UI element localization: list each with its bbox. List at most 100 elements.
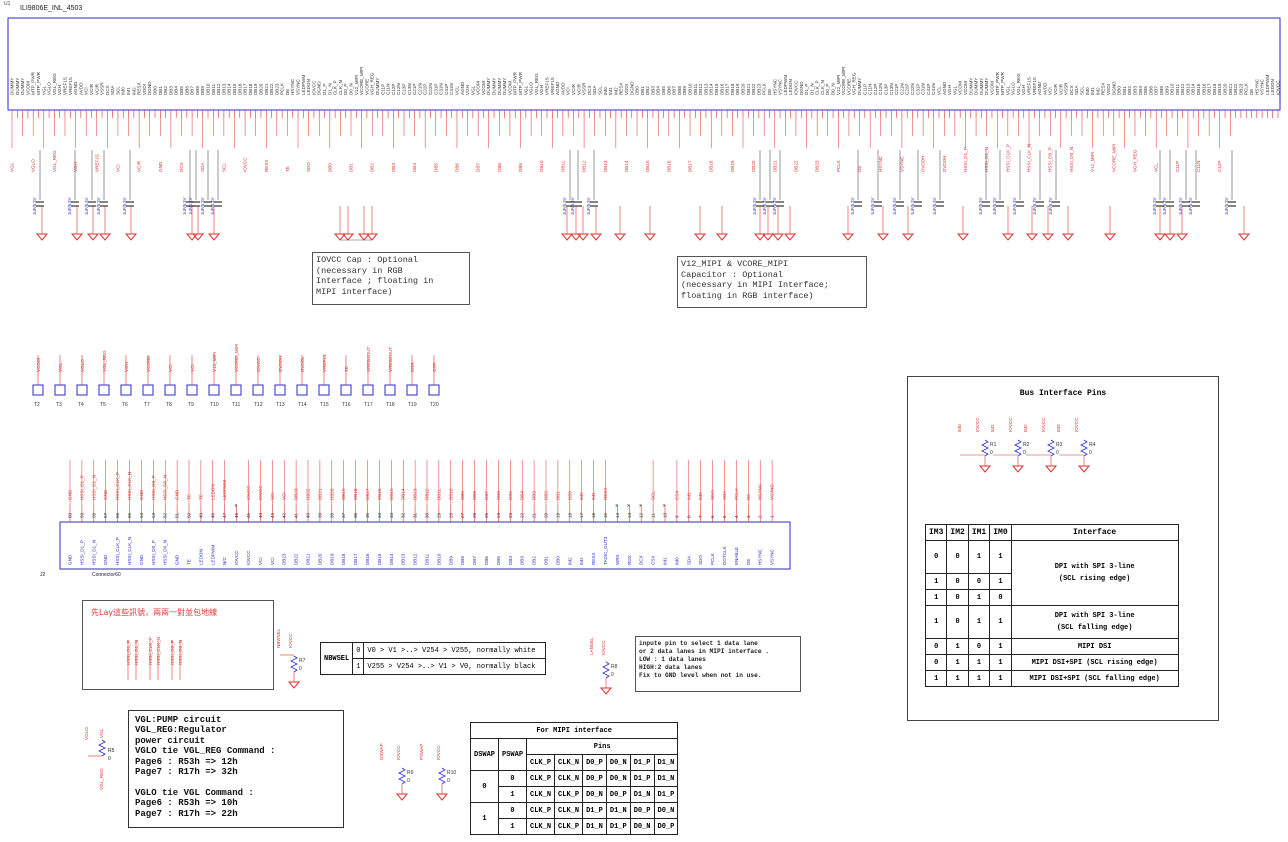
pin-name: DE <box>767 89 772 95</box>
net-label: SDO <box>306 162 311 172</box>
pin-name: VGH_REG <box>370 72 375 95</box>
ground-symbol <box>1153 233 1167 241</box>
connector-pin-name: DB6 <box>484 556 489 565</box>
pin-name: CLK_N <box>820 80 825 95</box>
connector-pin-name: GND <box>139 554 144 565</box>
net-label: DB23 <box>815 160 820 172</box>
net-label: DB19 <box>730 160 735 172</box>
net-label: VGL_REG <box>52 150 57 172</box>
ground-symbol <box>341 233 355 241</box>
resistor-r8 <box>602 661 610 679</box>
pin-name: VCI <box>1048 87 1053 95</box>
net-label: DB9 <box>518 163 523 172</box>
connector-pin-number: 51 <box>175 512 180 518</box>
ground-symbol <box>1044 465 1058 473</box>
pin-name: D0_N <box>831 83 836 95</box>
connector-pin-name: SDO <box>698 555 703 565</box>
mipi-pswap: 0 <box>498 770 528 787</box>
nbwsel-desc0: V0 > V1 >..> V254 > V255, normally white <box>363 642 547 659</box>
test-point-id: T12 <box>254 402 263 408</box>
resistor-value: 0 <box>611 672 614 678</box>
connector-pin-number: 40 <box>306 512 311 518</box>
connector-pin-number: 26 <box>472 512 477 518</box>
pin-name: C41P <box>926 84 931 96</box>
pin-name: SDA <box>1074 85 1079 95</box>
ground-symbol <box>783 233 797 241</box>
ground-symbol <box>1061 233 1075 241</box>
test-point-net: VGL_REG <box>102 350 107 372</box>
ground-symbol <box>576 233 590 241</box>
ground-symbol <box>191 233 205 241</box>
ground-symbol <box>761 233 775 241</box>
test-point-id: T19 <box>408 402 417 408</box>
pin-name: DB21 <box>746 83 751 95</box>
connector-pin-number: 14 <box>615 512 620 518</box>
pin-name: DB21 <box>264 83 269 95</box>
connector-net: VSYNC <box>770 483 775 500</box>
bus-bit: 1 <box>946 670 969 687</box>
test-point-id: T9 <box>188 402 194 408</box>
ground-symbol <box>1077 465 1091 473</box>
net-label: DB21 <box>772 160 777 172</box>
ground-symbol <box>35 233 49 241</box>
pin-name: DB16 <box>237 83 242 95</box>
mipi-sub-1: CLK_N <box>554 754 584 771</box>
connector-net: HSSI_CLK_N <box>127 472 132 500</box>
resistor-net: IM3 <box>1056 424 1061 432</box>
bus-iface: DPI with SPI 3-line (SCL rising edge) <box>1010 540 1179 606</box>
pin-name: VCIR <box>571 83 576 95</box>
cap-value: 1uF/6.3V <box>96 197 101 215</box>
pin-name: C41N <box>449 83 454 95</box>
mipi-cell: D1_P <box>653 786 679 803</box>
pin-name: DUMMY <box>497 78 502 95</box>
bus-iface: MIPI DSI+SPI (SCL rising edge) <box>1010 654 1179 671</box>
mipi-cell: D0_N <box>582 786 607 803</box>
mipi-cell: CLK_P <box>526 802 556 819</box>
pin-name: LEDON <box>788 79 793 95</box>
cap-value: 1uF/6.3V <box>1048 197 1053 215</box>
net-label: VCI <box>115 164 120 172</box>
pin-name: VGH_REG <box>852 72 857 95</box>
test-point-id: T3 <box>56 402 62 408</box>
bus-bit: 1 <box>946 638 969 655</box>
connector-pin-name: HSSI_D0_N <box>163 540 168 565</box>
resistor-net: IM0 <box>957 424 962 432</box>
pin-name: DGND <box>799 81 804 95</box>
resistor-net: IOVCC <box>288 633 293 648</box>
connector-name: Connector60 <box>92 572 121 578</box>
pin-name: DB9 <box>1164 86 1169 95</box>
pin-name: C11P <box>862 84 867 95</box>
mipi-swap-table: For MIPI interface DSWAP PSWAP Pins CLK_… <box>469 722 679 835</box>
connector-net: DB15 <box>389 488 394 500</box>
pin-name: DB5 <box>179 86 184 95</box>
pin-name: VREF1S <box>550 77 555 95</box>
resistor-r9 <box>398 767 406 785</box>
connector-pin-number: 25 <box>484 512 489 518</box>
test-point-id: T7 <box>144 402 150 408</box>
net-label: VCORE_MIPI <box>1111 144 1116 172</box>
mipi-sub-4: D1_P <box>629 754 655 771</box>
pin-name: DB12 <box>698 83 703 95</box>
mipi-cell: D0_N <box>653 802 679 819</box>
pin-name: VCL <box>936 86 941 95</box>
pin-name: RESX <box>619 82 624 95</box>
connector-pin-name: DB0 <box>555 556 560 565</box>
connector-net: DE <box>746 494 751 500</box>
net-label: VSYNC <box>899 155 904 172</box>
connector-pin-name: DB4 <box>508 556 513 565</box>
connector-pin-name: RESX <box>591 552 596 565</box>
pin-name: DB4 <box>656 86 661 95</box>
pin-name: DB22 <box>269 83 274 95</box>
connector-net: DB21 <box>317 488 322 500</box>
test-point <box>120 384 132 396</box>
pin-name: D1_N <box>809 83 814 95</box>
ground-symbol <box>613 233 627 241</box>
pin-name: VCORE <box>364 79 369 95</box>
bus-interface-title: Bus Interface Pins <box>1019 389 1107 398</box>
ground-symbol <box>978 465 992 473</box>
connector-pin-number: 55 <box>127 512 132 518</box>
no-connect: x <box>663 503 666 509</box>
test-point-id: T20 <box>430 402 439 408</box>
